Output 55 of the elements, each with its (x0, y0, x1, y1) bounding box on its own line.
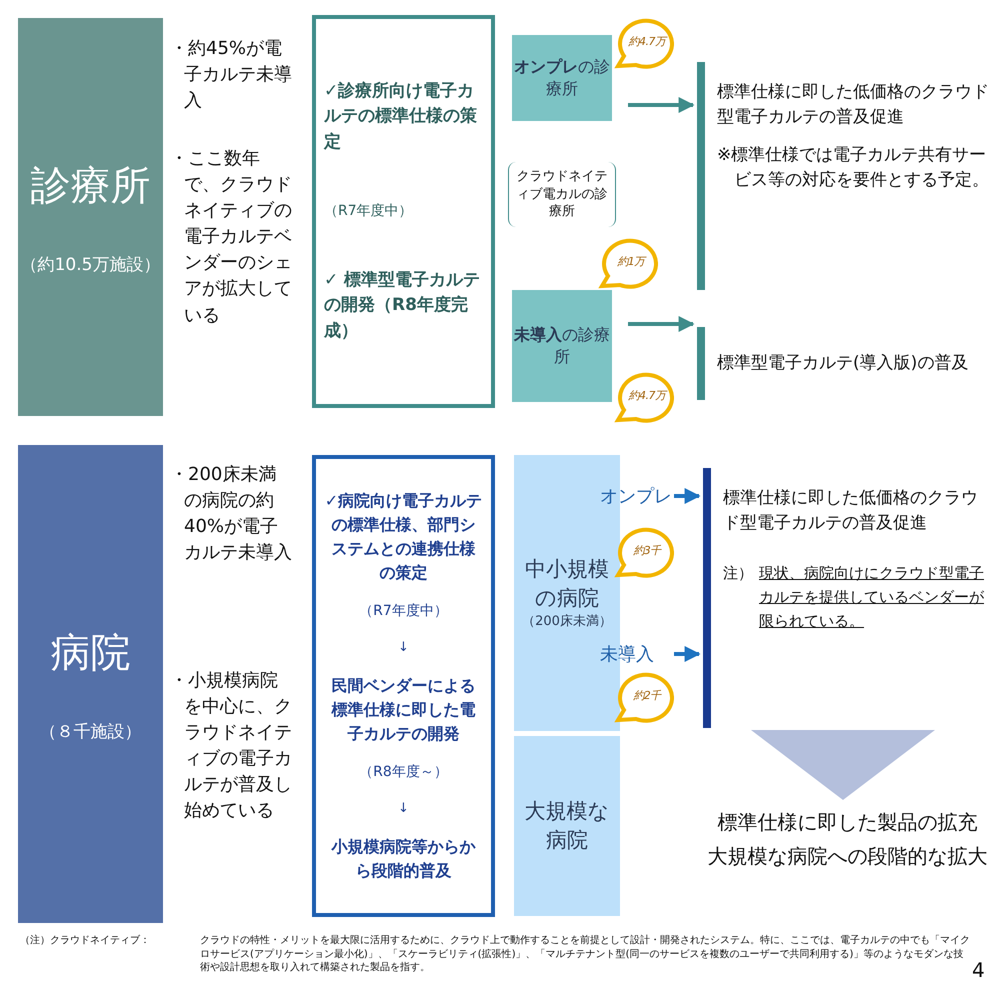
outcome-text: 標準仕様に即した低価格のクラウド型電子カルテの普及促進 (723, 487, 979, 535)
segment-name: 未導入の診療所 (512, 324, 611, 368)
segment-name: 大規模な病院 (524, 798, 610, 854)
bracket-note: クラウドネイティブ電カルの診療所 (508, 162, 616, 227)
period-note: （R7年度中） (324, 202, 414, 221)
outcome-text: 標準仕様に即した製品の拡充 (716, 809, 978, 836)
count-label: 約2千 (632, 688, 663, 703)
strategy-item: 小規模病院等からから段階的普及 (330, 836, 476, 882)
outcome-text: 標準仕様に即した低価格のクラウド型電子カルテの普及促進 (717, 81, 990, 129)
segment-name: オンプレの診療所 (513, 56, 611, 100)
count-label: 約1万 (616, 254, 648, 269)
facility-count: （８千施設） (40, 721, 142, 743)
segment-box (512, 290, 612, 402)
chevron-arrow (751, 730, 935, 800)
note-marker: 注） (723, 563, 753, 584)
count-label: 約4.7万 (628, 388, 668, 403)
outcome-text: 標準型電子カルテ(導入版)の普及 (717, 352, 970, 376)
category-title: 病院 (50, 629, 130, 678)
category-title: 診療所 (30, 162, 150, 211)
step-arrow: ↓ (397, 639, 410, 658)
bullet-text: ・小規模病院を中心に、クラウドネイティブの電子カルテが普及し始めている (170, 669, 293, 824)
count-label: 約4.7万 (628, 34, 668, 49)
bullet-text: ・200床未満の病院の約40%が電子カルテ未導入 (170, 463, 293, 566)
category-box (18, 445, 163, 923)
bed-count-note: （200床未満） (522, 613, 612, 632)
arrow (628, 97, 695, 113)
strategy-item: ✓ 標準型電子カルテの開発（R8年度完成） (324, 268, 482, 343)
period-note: （R8年度～） (358, 763, 449, 782)
arrow (674, 488, 701, 504)
count-label: 約3千 (632, 543, 663, 558)
segment-name: 中小規模の病院 (524, 556, 610, 612)
strategy-box (312, 15, 495, 408)
facility-count: （約10.5万施設） (20, 254, 160, 276)
strategy-item: 民間ベンダーによる標準仕様に即した電子カルテの開発 (330, 675, 476, 745)
step-arrow: ↓ (397, 800, 410, 818)
strategy-box (312, 455, 495, 917)
strategy-item: ✓診療所向け電子カルテの標準仕様の策定 (324, 80, 478, 154)
period-note: （R7年度中） (358, 602, 449, 622)
strategy-item: ✓病院向け電子カルテの標準仕様、部門システムとの連携仕様の策定 (324, 490, 483, 584)
outcome-text: 大規模な病院への段階的な拡大 (706, 843, 988, 870)
segment-box (514, 736, 620, 916)
page-number: 4 (972, 957, 986, 984)
note-text: 現状、病院向けにクラウド型電子カルテを提供しているベンダーが限られている。 (759, 563, 985, 632)
footnote-text: クラウドの特性・メリットを最大限に活用するために、クラウド上で動作することを前提として設計・開発されたシステム。特に、ここでは、電子カルテの中でも「マイクロサービス(アプリケーション最小化)」、「スケーラビリティ(拡張性)」、「マルチテナント型(同一のサービスを複数のユーザーで共同利用する)」等のようなモダンな技術や設計思想を取り入れて構築された製品を指す。 (200, 934, 970, 974)
segment-label: 未導入 (600, 636, 672, 672)
arrow (628, 316, 695, 332)
arrow (674, 646, 701, 662)
note-text: ※標準仕様では電子カルテ共有サービス等の対応を要件とする予定。 (717, 144, 990, 192)
bullet-text: ・約45%が電子カルテ未導入 (170, 37, 293, 114)
category-box (18, 18, 163, 416)
segment-label: オンプレ (600, 478, 672, 514)
bullet-text: ・ここ数年で、クラウドネイティブの電子カルテベンダーのシェアが拡大している (170, 147, 293, 328)
segment-box (512, 35, 612, 121)
segment-box (514, 455, 620, 731)
footnote-term: （注）クラウドネイティブ： (20, 934, 151, 948)
